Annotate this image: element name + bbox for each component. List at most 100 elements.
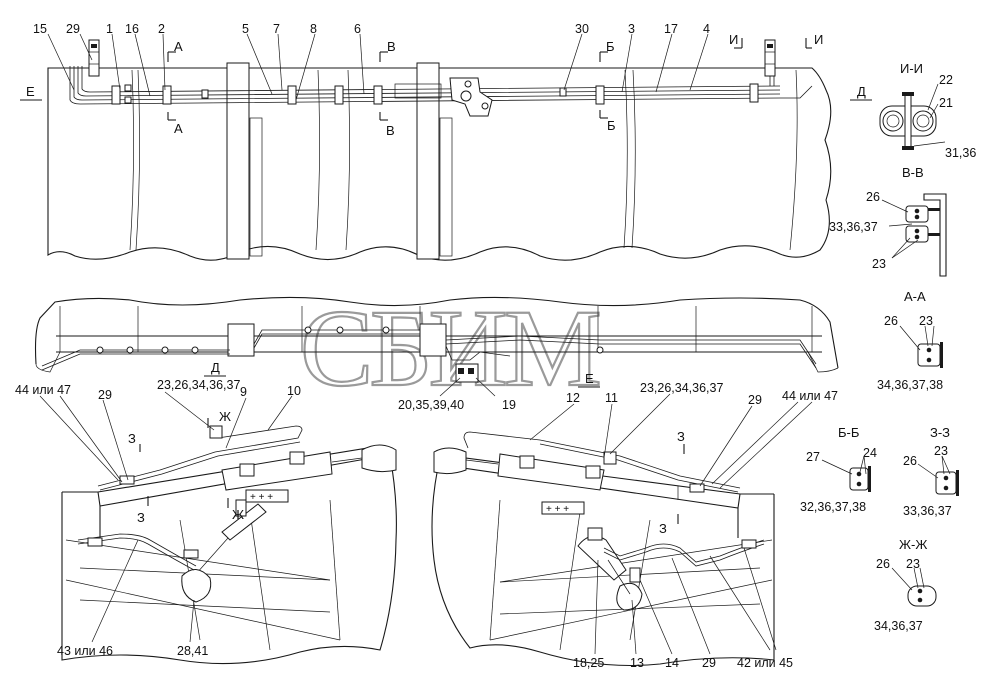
callout-44-or-47-left: 44 или 47 [15, 383, 71, 397]
section-title-a-a: А-А [904, 289, 926, 304]
section-title-z-z: З-З [930, 425, 950, 440]
callout-18-25: 18,25 [573, 656, 604, 670]
section-view-i-i: И-И 22 21 31,36 [879, 61, 976, 160]
callout-6: 6 [354, 22, 361, 36]
callout-29-right-top: 29 [748, 393, 762, 407]
section-view-b-b: Б-Б 27 24 32,36,37,38 [800, 425, 877, 514]
section-mark-z-3: З [677, 429, 685, 444]
cylinder-upper-right: + + + [433, 447, 605, 515]
middle-valve-block [445, 345, 511, 383]
callout-19: 19 [502, 398, 516, 412]
callout-44-or-47-right: 44 или 47 [782, 389, 838, 403]
hose-connector-right [764, 39, 776, 77]
svg-text:+ + +: + + + [546, 504, 569, 515]
section-mark-i-left: И [729, 32, 738, 47]
section-mark-b-bottom: Б [607, 118, 616, 133]
callout-8: 8 [310, 22, 317, 36]
section-markers-top: А А В В Б Б И И Е Д [20, 32, 872, 138]
section-view-z-z: З-З 26 23 33,36,37 [903, 425, 959, 518]
section-mark-z-1: З [128, 431, 136, 446]
callout-12: 12 [566, 391, 580, 405]
section-title-v-v: В-В [902, 165, 924, 180]
callout-23-aa: 23 [919, 314, 933, 328]
callout-24: 24 [863, 446, 877, 460]
section-mark-b-top: Б [606, 39, 615, 54]
callout-22: 22 [939, 73, 953, 87]
callout-30: 30 [575, 22, 589, 36]
pipe-clamps [111, 83, 759, 105]
section-view-zh-zh: Ж-Ж 26 23 34,36,37 [874, 537, 937, 633]
callout-43-or-46: 43 или 46 [57, 644, 113, 658]
callout-9: 9 [240, 385, 247, 399]
cylinder-lower-right [577, 527, 643, 611]
section-mark-a-bottom: А [174, 121, 183, 136]
bottom-left-view: + + + 44 или 47 29 23,26,34,36,37 9 10 4… [15, 378, 397, 665]
callout-28-41: 28,41 [177, 644, 208, 658]
top-frame-view [47, 39, 832, 261]
view-mark-d-top: Д [857, 84, 866, 99]
callout-14: 14 [665, 656, 679, 670]
callout-5: 5 [242, 22, 249, 36]
callout-29-right-bottom: 29 [702, 656, 716, 670]
callout-23-zhzh: 23 [906, 557, 920, 571]
callout-1: 1 [106, 22, 113, 36]
section-title-b-b: Б-Б [838, 425, 859, 440]
callout-13: 13 [630, 656, 644, 670]
pipe-bundle-top [69, 66, 813, 105]
section-mark-i-right: И [814, 32, 823, 47]
view-mark-d-middle: Д [211, 360, 220, 375]
callout-2: 2 [158, 22, 165, 36]
callout-31-36: 31,36 [945, 146, 976, 160]
section-mark-v-top: В [387, 39, 396, 54]
callout-15: 15 [33, 22, 47, 36]
callout-34-36-37: 34,36,37 [874, 619, 923, 633]
svg-text:+ + +: + + + [250, 492, 273, 503]
callout-16: 16 [125, 22, 139, 36]
callout-33-36-37-vv: 33,36,37 [829, 220, 878, 234]
callout-3: 3 [628, 22, 635, 36]
callout-33-36-37-zz: 33,36,37 [903, 504, 952, 518]
section-mark-zh-2: Ж [232, 507, 244, 522]
callout-29-left: 29 [98, 388, 112, 402]
callout-26-zhzh: 26 [876, 557, 890, 571]
callout-23-26-34-36-37-left: 23,26,34,36,37 [157, 378, 240, 392]
callout-26-aa: 26 [884, 314, 898, 328]
view-mark-e-middle: Е [585, 371, 594, 386]
valve-fitting [394, 77, 493, 117]
middle-clamps [96, 326, 604, 354]
section-title-zh-zh: Ж-Ж [899, 537, 927, 552]
callout-4: 4 [703, 22, 710, 36]
callout-26-zz: 26 [903, 454, 917, 468]
callout-29-top: 29 [66, 22, 80, 36]
cylinder-lower-left: + + + [181, 489, 289, 603]
section-mark-v-bottom: В [386, 123, 395, 138]
bottom-right-view: + + + 12 11 23,26,34,36,3 [431, 381, 838, 670]
callout-32-36-37-38: 32,36,37,38 [800, 500, 866, 514]
view-mark-e-top: Е [26, 84, 35, 99]
callout-23-vv: 23 [872, 257, 886, 271]
callout-34-36-37-38: 34,36,37,38 [877, 378, 943, 392]
middle-frame-view: 20,35,39,40 19 Д Е [34, 296, 839, 412]
callout-23-zz: 23 [934, 444, 948, 458]
callout-11: 11 [605, 391, 618, 405]
callout-20-35-39-40: 20,35,39,40 [398, 398, 464, 412]
callout-23-26-34-36-37-right: 23,26,34,36,37 [640, 381, 723, 395]
watermark-text: СБИМ [300, 287, 599, 409]
callout-27: 27 [806, 450, 820, 464]
callout-26-vv: 26 [866, 190, 880, 204]
section-view-v-v: В-В 26 33,36,37 23 [829, 165, 947, 277]
section-mark-zh-1: Ж [219, 409, 231, 424]
callout-10: 10 [287, 384, 301, 398]
callout-42-or-45: 42 или 45 [737, 656, 793, 670]
section-mark-a-top: А [174, 39, 183, 54]
callout-17: 17 [664, 22, 678, 36]
section-mark-z-2: З [137, 510, 145, 525]
cylinder-upper-left [221, 444, 397, 491]
hose-connector-left [88, 39, 100, 77]
callout-7: 7 [273, 22, 280, 36]
top-view-callouts: 15 29 1 16 2 5 7 8 6 30 3 17 4 [33, 22, 710, 101]
callout-21: 21 [939, 96, 953, 110]
section-view-a-a: А-А 26 23 34,36,37,38 [877, 289, 943, 392]
section-mark-z-4: З [659, 521, 667, 536]
